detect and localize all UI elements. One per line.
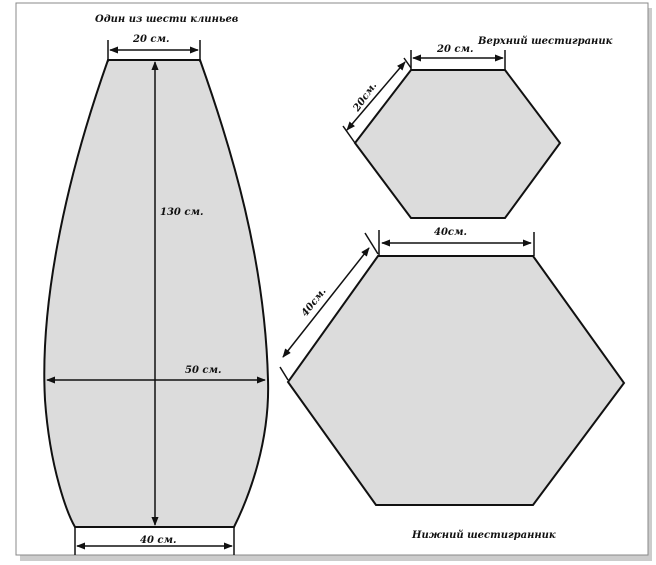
wedge-mid-label: 50 см. (185, 365, 221, 376)
top-hexagon-slant-dimension (346, 61, 406, 131)
bottom-hexagon-top-label: 40см. (434, 227, 467, 238)
wedge-title: Один из шести клиньев (95, 14, 239, 25)
bottom-hexagon-title: Нижний шестигранник (411, 530, 556, 541)
bottom-hexagon-shape (286, 255, 626, 506)
wedge-pattern: Один из шести клиньев 20 см. 130 см. 50 … (43, 14, 270, 555)
bottom-hexagon: Нижний шестигранник 40см. 40см. (279, 227, 626, 541)
top-hexagon-top-label: 20 см. (436, 44, 473, 55)
wedge-height-label: 130 см. (160, 207, 203, 218)
wedge-top-label: 20 см. (132, 34, 169, 45)
top-hexagon: Верхний шестиграник 20 см. 20см. (342, 36, 613, 219)
bottom-hexagon-slant-dimension (282, 247, 370, 358)
top-hexagon-title: Верхний шестиграник (477, 36, 613, 47)
wedge-bottom-label: 40 см. (140, 535, 176, 546)
